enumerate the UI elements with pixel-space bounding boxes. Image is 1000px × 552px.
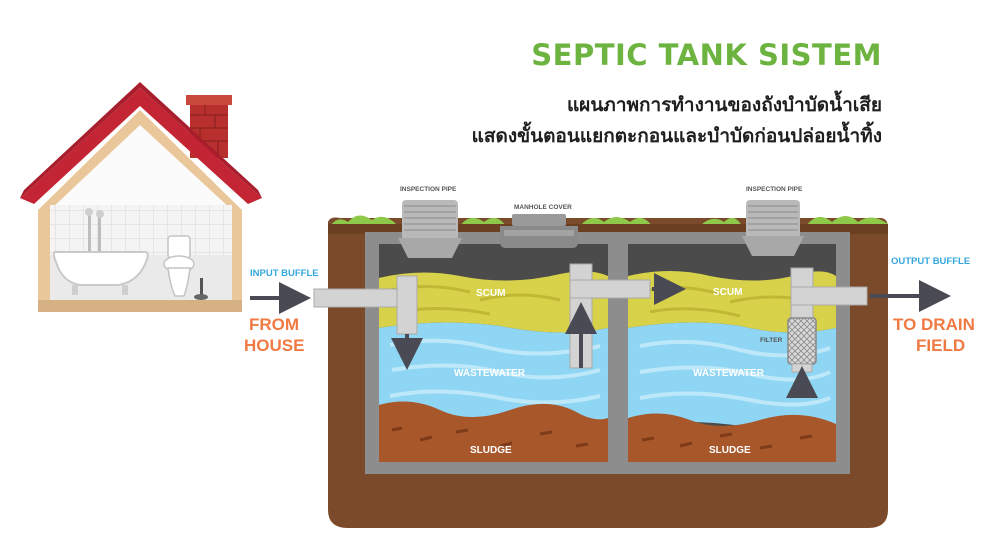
inspection-pipe-right-label: INSPECTION PIPE (746, 186, 803, 193)
filter-label: FILTER (760, 337, 783, 344)
tank-divider-wall (608, 238, 628, 466)
scum-left-label: SCUM (476, 288, 505, 299)
to-drain-label-1: TO DRAIN (893, 315, 975, 334)
sludge-left (379, 401, 608, 462)
house-roof (20, 88, 262, 204)
manhole-cover-label: MANHOLE COVER (514, 204, 572, 211)
inspection-pipe-left-icon (398, 200, 462, 258)
manhole-cover-icon (500, 214, 578, 248)
toilet-icon (163, 235, 208, 300)
inspection-pipe-right-icon (742, 200, 804, 256)
sludge-right-label: SLUDGE (709, 445, 751, 456)
sludge-left-label: SLUDGE (470, 445, 512, 456)
filter-mesh-icon (787, 317, 817, 365)
bathtub-icon (52, 208, 149, 295)
transfer-pipe-horizontal (569, 279, 651, 299)
wastewater-left-label: WASTEWATER (454, 368, 526, 379)
wastewater-right (628, 322, 836, 429)
input-buffle-pipe (396, 275, 418, 335)
wastewater-right-label: WASTEWATER (693, 368, 765, 379)
output-buffle-label: OUTPUT BUFFLE (891, 256, 970, 267)
inspection-pipe-left-label: INSPECTION PIPE (400, 186, 457, 193)
outlet-pipe (790, 286, 868, 306)
sludge-right (628, 413, 836, 462)
to-drain-label-2: FIELD (916, 336, 965, 355)
from-house-label-2: HOUSE (244, 336, 304, 355)
input-buffle-label: INPUT BUFFLE (250, 268, 319, 279)
house (20, 82, 262, 312)
subtitle-line-1: แผนภาพการทำงานของถังบำบัดน้ำเสีย (566, 94, 882, 116)
diagram-title: SEPTIC TANK SISTEM (531, 38, 882, 72)
from-house-label-1: FROM (249, 315, 299, 334)
scum-right-label: SCUM (713, 287, 742, 298)
subtitle-line-2: แสดงขั้นตอนแยกตะกอนและบำบัดก่อนปล่อยน้ำท… (471, 125, 882, 147)
